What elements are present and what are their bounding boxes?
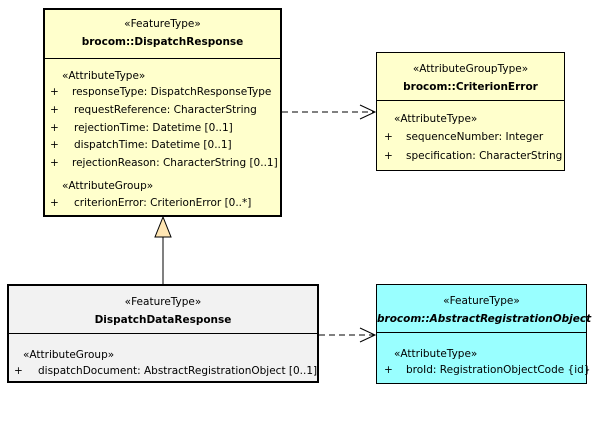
class-divider xyxy=(377,332,586,333)
visibility-marker: + xyxy=(50,197,59,209)
class-dispatch-response[interactable]: «FeatureType» brocom::DispatchResponse «… xyxy=(43,8,282,217)
attribute-text: specification: CharacterString xyxy=(406,150,563,162)
generalization-arrowhead xyxy=(154,215,172,238)
class-criterion-error[interactable]: «AttributeGroupType» brocom::CriterionEr… xyxy=(376,52,565,171)
class-stereotype: «FeatureType» xyxy=(124,296,202,308)
attribute-text: rejectionTime: Datetime [0..1] xyxy=(74,122,233,134)
attribute-group-text: dispatchDocument: AbstractRegistrationOb… xyxy=(38,365,318,377)
class-stereotype: «FeatureType» xyxy=(443,295,520,307)
attribute-text: responseType: DispatchResponseType xyxy=(72,86,272,98)
dependency-arrowhead-criterion-error xyxy=(359,104,377,120)
visibility-marker: + xyxy=(14,365,23,377)
visibility-marker: + xyxy=(50,157,59,169)
attribute-section-heading: «AttributeType» xyxy=(394,348,478,360)
visibility-marker: + xyxy=(384,364,393,376)
class-name: brocom::DispatchResponse xyxy=(81,36,244,48)
visibility-marker: + xyxy=(50,86,59,98)
attribute-text: requestReference: CharacterString xyxy=(74,104,257,116)
attribute-group-section-heading: «AttributeGroup» xyxy=(23,349,115,361)
class-divider xyxy=(9,333,317,334)
class-abstract-registration-object[interactable]: «FeatureType» brocom::AbstractRegistrati… xyxy=(376,284,592,384)
class-divider xyxy=(377,100,564,101)
class-divider xyxy=(45,58,280,59)
class-name: brocom::AbstractRegistrationObject xyxy=(377,313,592,325)
visibility-marker: + xyxy=(384,150,393,162)
attribute-group-text: criterionError: CriterionError [0..*] xyxy=(74,197,252,209)
visibility-marker: + xyxy=(384,131,393,143)
visibility-marker: + xyxy=(50,122,59,134)
class-stereotype: «FeatureType» xyxy=(124,18,201,30)
class-dispatch-data-response[interactable]: «FeatureType» DispatchDataResponse «Attr… xyxy=(7,284,319,383)
class-stereotype: «AttributeGroupType» xyxy=(412,63,529,75)
attribute-section-heading: «AttributeType» xyxy=(394,113,478,125)
visibility-marker: + xyxy=(50,139,59,151)
attribute-section-heading: «AttributeType» xyxy=(62,70,146,82)
attribute-text: sequenceNumber: Integer xyxy=(406,131,544,143)
class-name: DispatchDataResponse xyxy=(94,314,232,326)
attribute-text: dispatchTime: Datetime [0..1] xyxy=(74,139,232,151)
visibility-marker: + xyxy=(50,104,59,116)
dependency-arrowhead-registration-object xyxy=(359,327,377,343)
attribute-group-section-heading: «AttributeGroup» xyxy=(62,180,154,192)
class-name: brocom::CriterionError xyxy=(403,81,538,93)
attribute-text: rejectionReason: CharacterString [0..1] xyxy=(72,157,278,169)
attribute-text: broId: RegistrationObjectCode {id} xyxy=(406,364,591,376)
